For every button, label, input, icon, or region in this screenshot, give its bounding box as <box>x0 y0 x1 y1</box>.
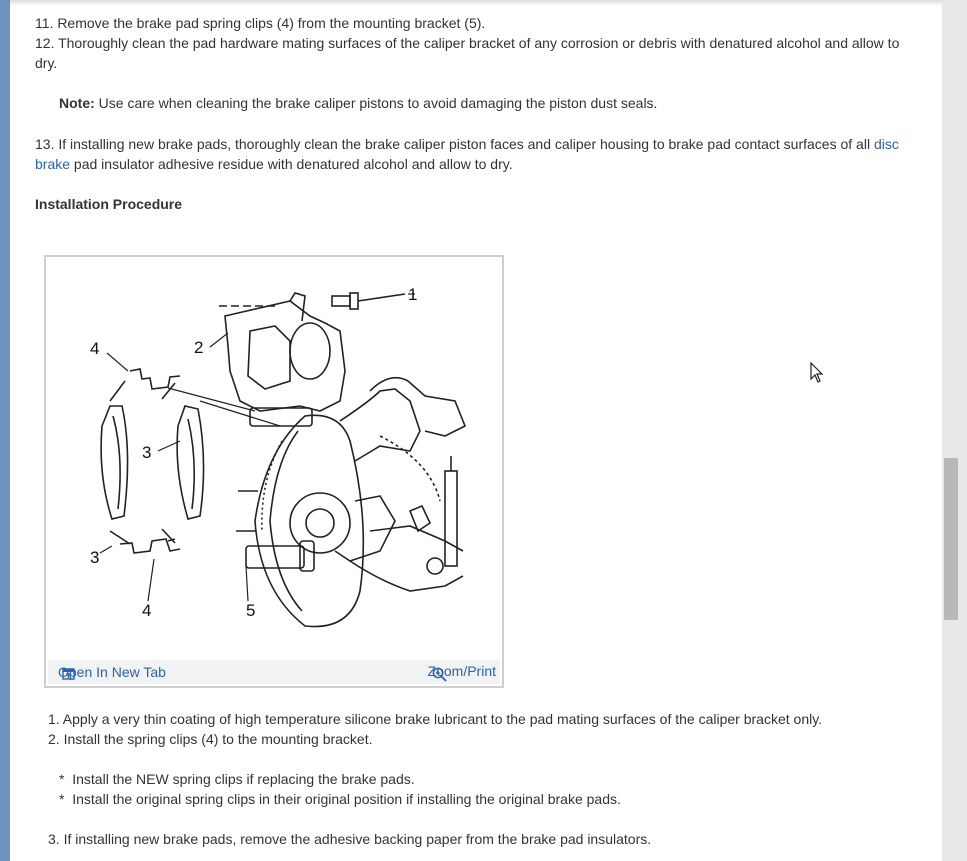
callout-5: 5 <box>246 601 255 620</box>
brake-pad-inner <box>176 405 205 520</box>
install-step-1: 1. Apply a very thin coating of high tem… <box>48 711 823 727</box>
mouse-pointer-icon <box>810 362 824 383</box>
brake-diagram-figure[interactable]: 1 2 3 3 4 4 5 Open In New Tab Zoom/ <box>44 255 504 688</box>
note-text: Use care when cleaning the brake caliper… <box>94 95 658 111</box>
disc-brake-link[interactable]: disc brake <box>35 136 899 172</box>
magnifier-zoom-icon <box>432 667 447 682</box>
bullet-2-text: Install the original spring clips in the… <box>72 791 621 807</box>
bullet-marker: * <box>59 771 73 787</box>
callout-4-top: 4 <box>90 339 99 358</box>
steering-knuckle <box>334 376 467 592</box>
callout-leaders <box>99 293 415 602</box>
figure-toolbar: Open In New Tab Zoom/Print <box>48 660 500 684</box>
step-11: 11. Remove the brake pad spring clips (4… <box>35 15 486 31</box>
spring-clip-upper <box>109 368 181 402</box>
vertical-scrollbar-thumb[interactable] <box>944 458 958 620</box>
step-13-text-a: 13. If installing new brake pads, thorou… <box>35 136 874 152</box>
bullet-1-text: Install the NEW spring clips if replacin… <box>72 771 415 787</box>
callout-4-bottom: 4 <box>142 601 151 620</box>
bullet-marker: * <box>59 791 73 807</box>
callout-3-top: 3 <box>142 443 151 462</box>
open-in-new-tab-icon <box>62 668 75 680</box>
spring-clip-lower <box>109 528 181 554</box>
callout-3-bottom: 3 <box>90 548 99 567</box>
step-12: 12. Thoroughly clean the pad hardware ma… <box>35 35 900 71</box>
mounting-bracket <box>245 407 315 572</box>
install-step-3: 3. If installing new brake pads, remove … <box>48 831 652 847</box>
note: Note: Use care when cleaning the brake c… <box>59 93 657 113</box>
top-shadow <box>10 0 942 6</box>
left-background-strip <box>0 0 10 861</box>
caliper-bolt <box>331 292 406 310</box>
install-step-2: 2. Install the spring clips (4) to the m… <box>48 731 373 747</box>
bullet-2: * Install the original spring clips in t… <box>59 789 621 809</box>
brake-pad-outer <box>100 405 129 520</box>
open-in-new-tab-button[interactable]: Open In New Tab <box>58 664 166 680</box>
open-in-new-tab-label: Open In New Tab <box>58 664 166 680</box>
vertical-scrollbar-track[interactable] <box>942 0 967 861</box>
brake-rotor <box>236 414 365 628</box>
caliper-housing <box>218 292 346 412</box>
step-13: 13. If installing new brake pads, thorou… <box>35 134 925 174</box>
section-heading: Installation Procedure <box>35 196 183 212</box>
callout-2: 2 <box>194 338 203 357</box>
bullet-1: * Install the NEW spring clips if replac… <box>59 769 415 789</box>
step-13-text-b: pad insulator adhesive residue with dena… <box>70 156 513 172</box>
brake-assembly-illustration: 1 2 3 3 4 4 5 <box>90 285 467 628</box>
callout-1: 1 <box>408 285 417 304</box>
zoom-print-button[interactable]: Zoom/Print <box>427 663 496 682</box>
zoom-print-label: Zoom/Print <box>427 663 496 679</box>
note-label: Note: <box>59 95 95 111</box>
